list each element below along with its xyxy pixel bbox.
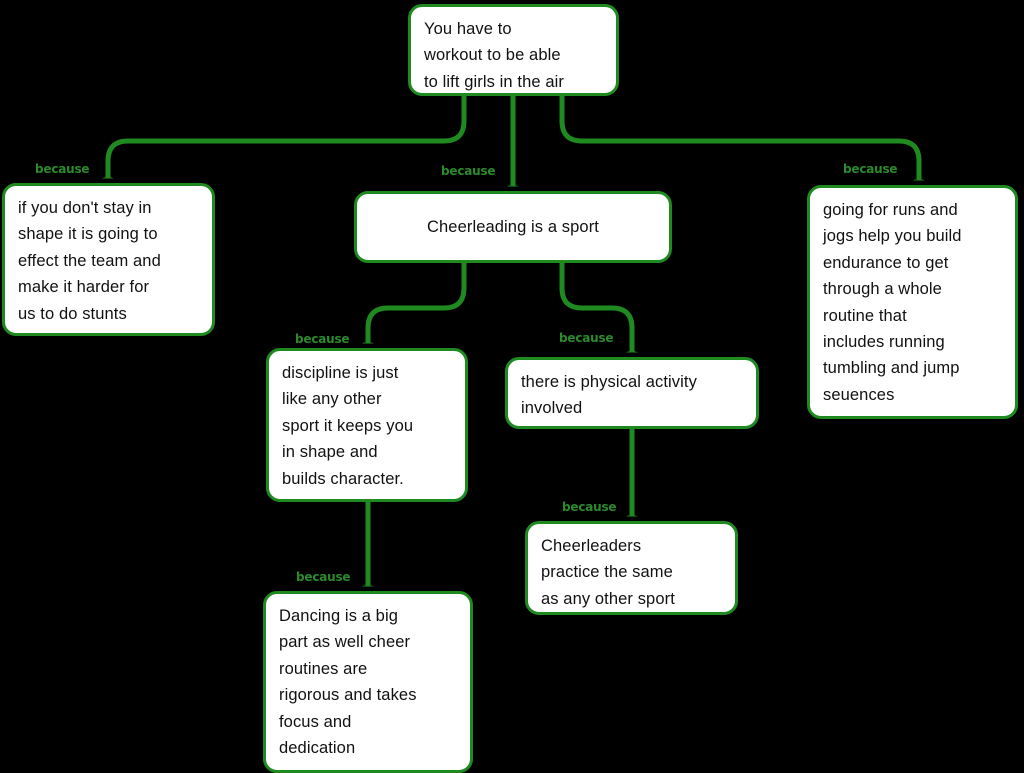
node-physical-activity[interactable]: there is physical activity involved [505, 357, 759, 429]
node-runs-and-jogs[interactable]: going for runs and jogs help you build e… [807, 185, 1018, 419]
edge-label-discipline-dancing: because [296, 570, 351, 584]
edge-label-sport-discipline: because [295, 332, 350, 346]
node-root[interactable]: You have to workout to be able to lift g… [408, 4, 619, 96]
edge-label-sport-physical: because [559, 331, 614, 345]
edge-label-root-runs: because [843, 162, 898, 176]
edge-root-shape [108, 96, 467, 178]
node-cheerleading-is-a-sport[interactable]: Cheerleading is a sport [354, 191, 672, 263]
edge-root-runs [559, 96, 919, 180]
edge-sport-physical [559, 263, 632, 352]
edge-label-physical-practice: because [562, 500, 617, 514]
node-stay-in-shape[interactable]: if you don't stay in shape it is going t… [2, 183, 215, 336]
node-cheerleaders-practice[interactable]: Cheerleaders practice the same as any ot… [525, 521, 738, 615]
node-dancing[interactable]: Dancing is a big part as well cheer rout… [263, 591, 473, 773]
node-discipline[interactable]: discipline is just like any other sport … [266, 348, 468, 502]
edge-label-root-shape: because [35, 162, 90, 176]
edge-sport-discipline [368, 263, 467, 343]
edge-label-root-sport: because [441, 164, 496, 178]
